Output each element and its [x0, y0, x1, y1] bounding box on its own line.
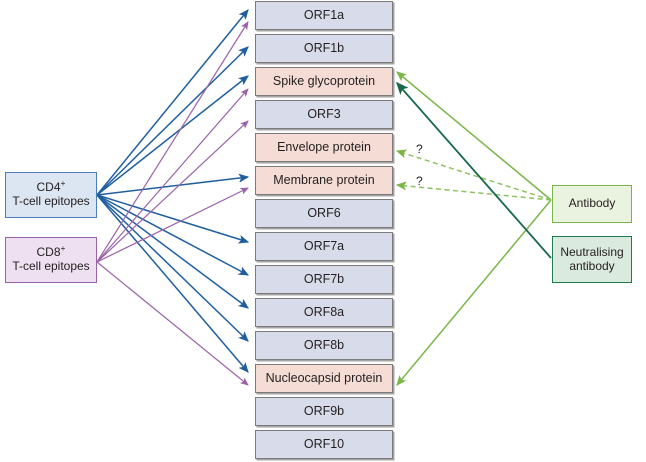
cd4-line2: T-cell epitopes [12, 194, 90, 208]
gene-label-orf1a: ORF1a [303, 8, 345, 23]
gene-label-envelope: Envelope protein [277, 140, 371, 155]
antibody-uncertain-edge-group [395, 149, 552, 201]
node-gene-orf3[interactable]: ORF3 [255, 100, 393, 129]
cd4-superscript: + [60, 178, 66, 189]
edge-cd4-orf7b [96, 194, 250, 276]
node-gene-orf6[interactable]: ORF6 [255, 199, 393, 228]
gene-label-orf1b: ORF1b [303, 41, 345, 56]
node-gene-orf9b[interactable]: ORF9b [255, 397, 393, 426]
gene-label-membrane: Membrane protein [273, 173, 375, 188]
gene-label-orf8a: ORF8a [303, 305, 345, 320]
neutralising-line2: antibody [569, 258, 615, 273]
edge-antibody-spike [396, 71, 552, 201]
node-gene-nucleocapsid-protein[interactable]: Nucleocapsid protein [255, 364, 393, 393]
edge-cd8-orf1a [96, 21, 249, 263]
edge-antibody-membrane [395, 181, 552, 201]
gene-label-orf10: ORF10 [303, 437, 345, 452]
uncertain-label-membrane: ? [416, 174, 423, 188]
node-gene-membrane-protein[interactable]: Membrane protein [255, 166, 393, 195]
edge-neutralising-spike [396, 81, 552, 259]
edge-cd4-orf8b [96, 194, 249, 342]
neutralising-line1: Neutralising [560, 244, 624, 259]
cd4-label: CD4+ T-cell epitopes [12, 178, 90, 209]
gene-label-spike: Spike glycoprotein [272, 74, 376, 89]
edge-cd4-orf1a [96, 9, 249, 196]
uncertain-label-envelope: ? [416, 142, 423, 156]
edge-cd4-orf8a [96, 194, 249, 309]
gene-label-orf6: ORF6 [307, 206, 341, 221]
node-gene-envelope-protein[interactable]: Envelope protein [255, 133, 393, 162]
gene-label-orf3: ORF3 [307, 107, 341, 122]
gene-label-orf7a: ORF7a [303, 239, 345, 254]
edge-cd4-nucleocapsid [96, 194, 249, 373]
cd4-line1: CD4 [36, 180, 61, 195]
node-gene-orf10[interactable]: ORF10 [255, 430, 393, 459]
edge-cd4-spike [96, 75, 249, 196]
gene-label-orf8b: ORF8b [303, 338, 345, 353]
edge-antibody-envelope [395, 149, 552, 201]
edge-cd4-membrane [96, 173, 250, 196]
cd4-edge-group [96, 9, 250, 373]
antibody-edge-group [396, 71, 552, 386]
gene-label-nucleocapsid: Nucleocapsid protein [265, 371, 383, 386]
neutralising-label: Neutralising antibody [560, 244, 624, 274]
node-gene-orf8a[interactable]: ORF8a [255, 298, 393, 327]
gene-label-orf7b: ORF7b [303, 272, 345, 287]
edge-cd8-spike [96, 88, 249, 263]
node-gene-orf1b[interactable]: ORF1b [255, 34, 393, 63]
node-neutralising-antibody[interactable]: Neutralising antibody [552, 236, 632, 283]
node-gene-orf7a[interactable]: ORF7a [255, 232, 393, 261]
edge-cd4-orf1b [96, 46, 249, 196]
cd8-line2: T-cell epitopes [12, 259, 90, 273]
gene-label-orf9b: ORF9b [303, 404, 345, 419]
edge-cd8-nucleocapsid [96, 261, 249, 386]
edge-cd4-orf7a [96, 194, 250, 244]
node-cd4-t-cell-epitopes[interactable]: CD4+ T-cell epitopes [5, 172, 97, 218]
node-cd8-t-cell-epitopes[interactable]: CD8+ T-cell epitopes [5, 237, 97, 283]
node-antibody[interactable]: Antibody [552, 185, 632, 223]
node-gene-orf7b[interactable]: ORF7b [255, 265, 393, 294]
edge-cd8-orf3 [96, 120, 249, 263]
antibody-label: Antibody [568, 196, 616, 211]
cd8-superscript: + [60, 243, 66, 254]
node-gene-spike-glycoprotein[interactable]: Spike glycoprotein [255, 67, 393, 96]
cd8-edge-group [96, 21, 249, 386]
edge-antibody-nucleocapsid [396, 199, 552, 386]
node-gene-orf1a[interactable]: ORF1a [255, 1, 393, 30]
cd8-label: CD8+ T-cell epitopes [12, 243, 90, 274]
cd8-line1: CD8 [36, 245, 61, 260]
edge-cd8-membrane [96, 187, 249, 263]
neutralising-edge-group [396, 81, 552, 259]
node-gene-orf8b[interactable]: ORF8b [255, 331, 393, 360]
